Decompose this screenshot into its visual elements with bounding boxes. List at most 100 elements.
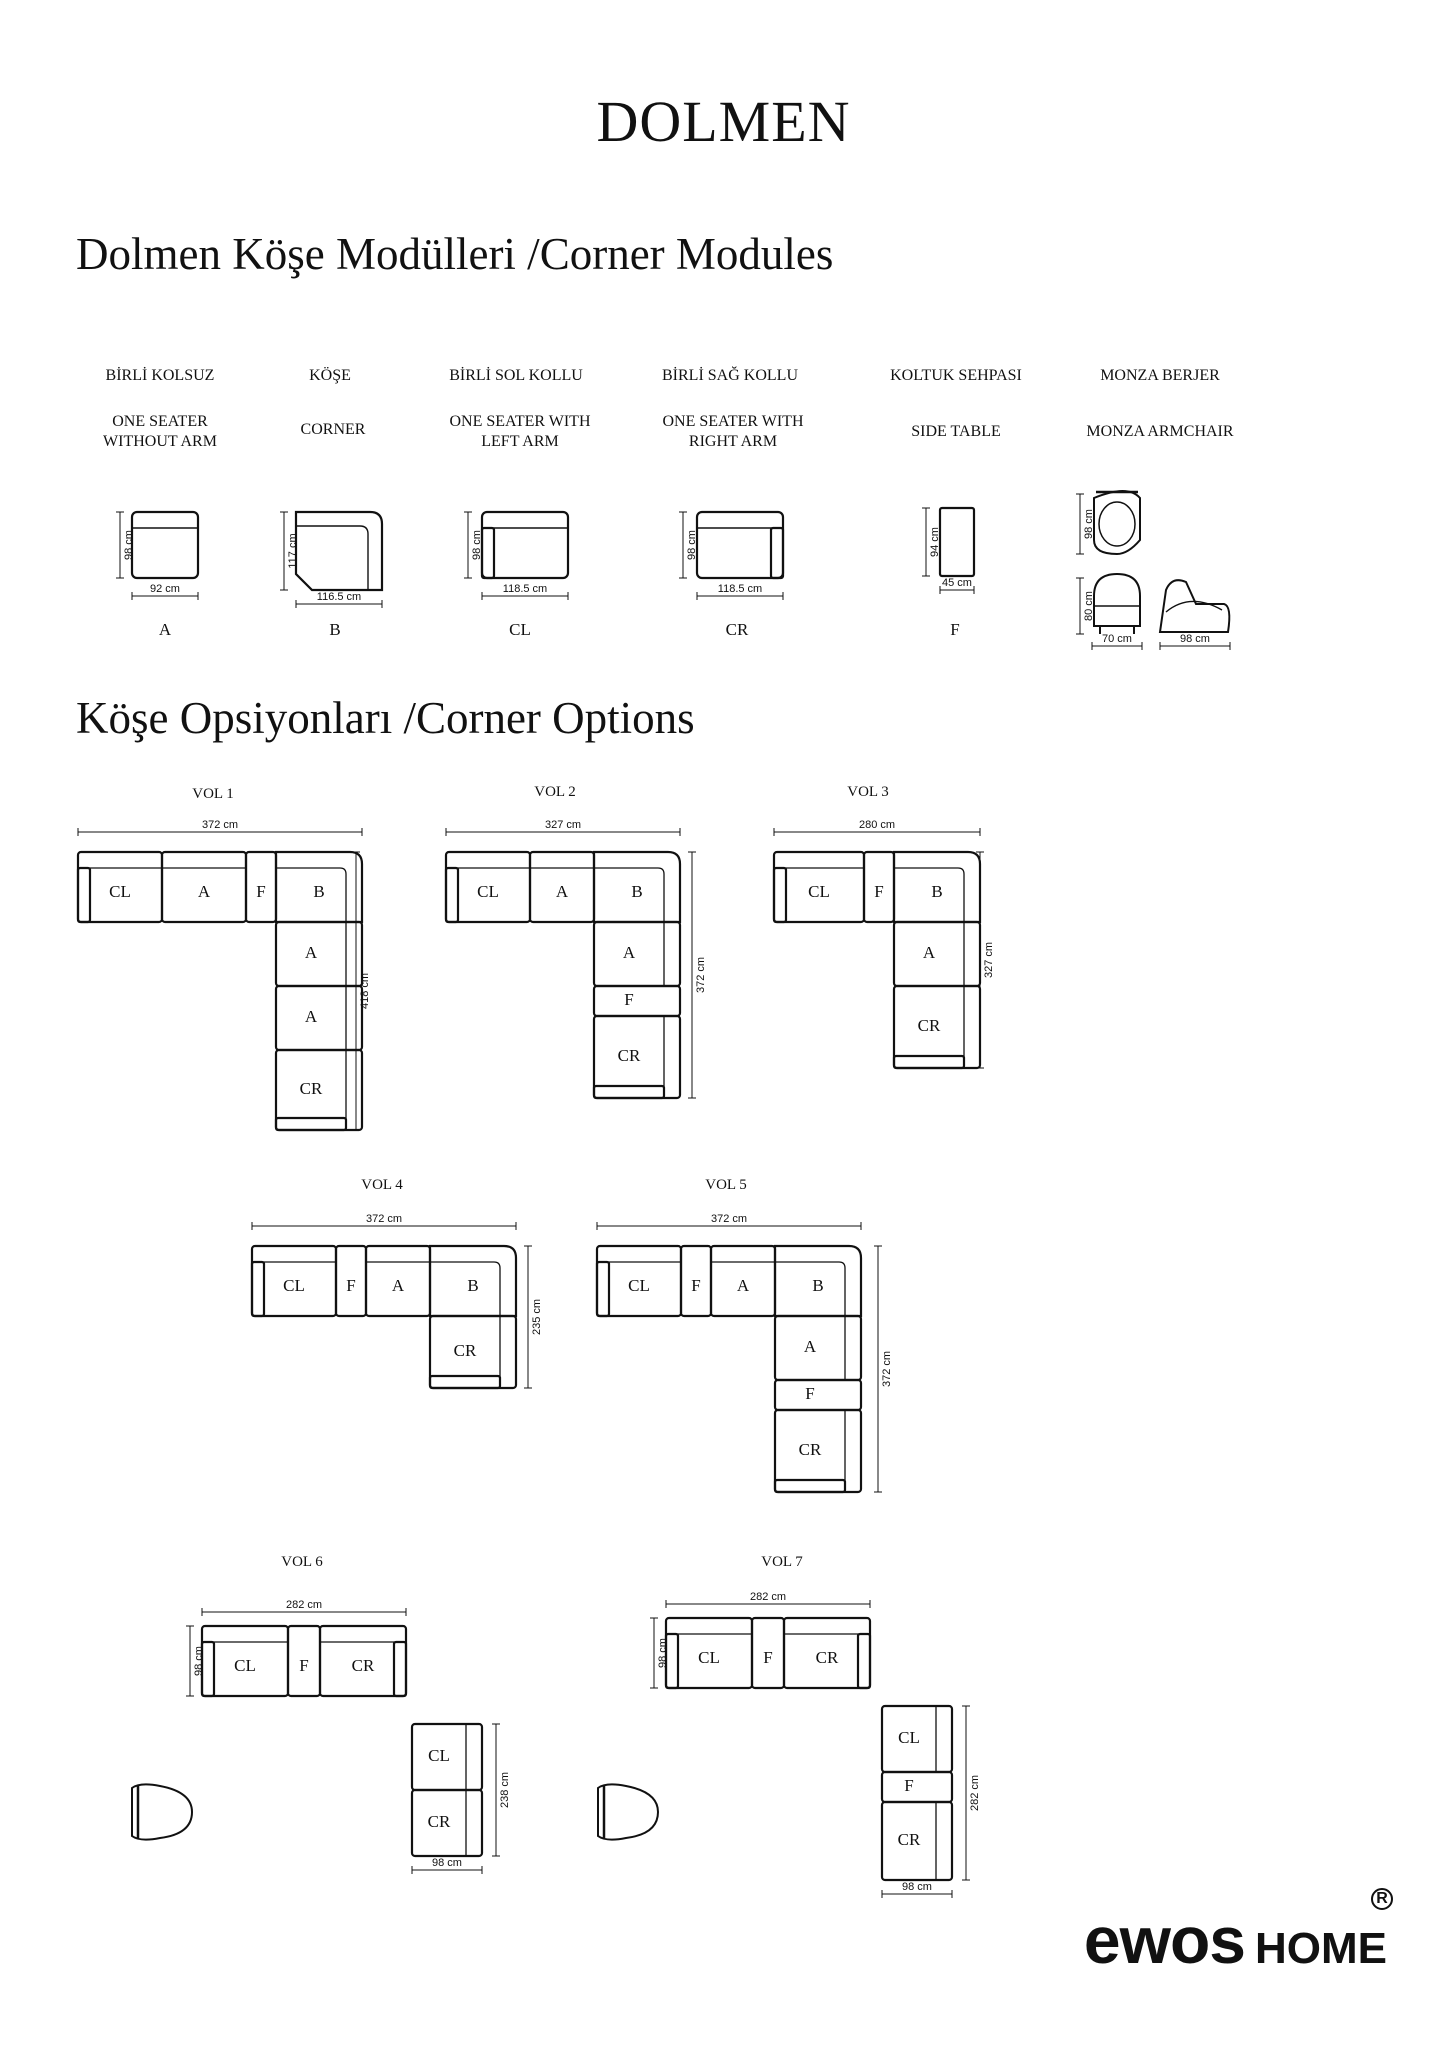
armchair-height-label: 80 cm bbox=[1083, 591, 1095, 621]
vol-1-module-b bbox=[274, 850, 364, 924]
armchair-top-outline bbox=[1093, 490, 1141, 556]
vol-7-label: VOL 7 bbox=[761, 1554, 803, 1570]
vol-4-label: VOL 4 bbox=[361, 1177, 403, 1193]
registered-icon: R bbox=[1371, 1888, 1393, 1910]
vol-7-vert-depth-label: 282 cm bbox=[969, 1775, 981, 1811]
module-cr-width-label: 118.5 cm bbox=[718, 583, 762, 595]
vol-7-row-1-letter: F bbox=[763, 1648, 772, 1667]
vol-1-label: VOL 1 bbox=[192, 786, 234, 802]
vol-7-width-label: 282 cm bbox=[750, 1591, 786, 1603]
vol-3-top-2-letter: B bbox=[931, 882, 942, 901]
vol-2-top-2-letter: B bbox=[631, 882, 642, 901]
brand-logo: ewos HOME R bbox=[1083, 1888, 1393, 1978]
vol-1-down-1 bbox=[274, 984, 364, 1052]
vol-6-vert-depth-label: 238 cm bbox=[499, 1772, 511, 1808]
module-b-letter: B bbox=[329, 620, 341, 639]
vol-4-top-3-letter: B bbox=[467, 1276, 478, 1295]
vol-4-depth-label: 235 cm bbox=[531, 1299, 543, 1335]
vol-5-depth-label: 372 cm bbox=[881, 1351, 893, 1387]
module-a-tr: BİRLİ KOLSUZ bbox=[105, 367, 215, 384]
vol-2-label: VOL 2 bbox=[534, 784, 576, 800]
module-b-width-label: 116.5 cm bbox=[317, 591, 361, 603]
vol-1-module-b-back bbox=[276, 867, 347, 922]
vol-1-down-1-letter: A bbox=[305, 1007, 318, 1026]
module-cl-arm bbox=[480, 526, 496, 580]
vol-4-top-1-letter: F bbox=[346, 1276, 355, 1295]
module-f-width-label: 45 cm bbox=[942, 577, 972, 589]
vol-2-top-0-letter: CL bbox=[477, 882, 499, 901]
vol-2-depth-label: 372 cm bbox=[695, 957, 707, 993]
module-cl-en: ONE SEATER WITH LEFT ARM bbox=[449, 413, 591, 450]
vol-5-down-0-letter: A bbox=[804, 1337, 817, 1356]
vol-3-label: VOL 3 bbox=[847, 784, 889, 800]
vol-2-module-b bbox=[592, 850, 682, 924]
vol-4-top-0-arm bbox=[250, 1260, 266, 1318]
module-cr-depth-label: 98 cm bbox=[686, 530, 698, 560]
vol-2-down-2-letter: CR bbox=[618, 1046, 641, 1065]
vol-2-top-0-arm bbox=[444, 866, 460, 924]
vol-6-row-2-letter: CR bbox=[352, 1656, 375, 1675]
armchair-depth-label: 98 cm bbox=[1083, 509, 1095, 539]
module-a-depth-label: 98 cm bbox=[123, 530, 135, 560]
vol-5-top-3-letter: B bbox=[812, 1276, 823, 1295]
vol-6-label: VOL 6 bbox=[281, 1554, 323, 1570]
vol-7-vert-2-letter: CR bbox=[898, 1830, 921, 1849]
armchair-top-seat bbox=[1098, 501, 1136, 547]
armchair-side-outline bbox=[1158, 579, 1231, 633]
vol-1-top-0-letter: CL bbox=[109, 882, 131, 901]
vol-7-depth-label: 98 cm bbox=[657, 1638, 669, 1668]
module-a-letter: A bbox=[158, 620, 172, 639]
vol-4-down-0-arm bbox=[428, 1374, 502, 1390]
vol-6-vert-1-letter: CR bbox=[428, 1812, 451, 1831]
vol-3-depth-label: 327 cm bbox=[983, 942, 995, 978]
vol-1-top-0-arm bbox=[76, 866, 92, 924]
vol-3-top-1-letter: F bbox=[874, 882, 883, 901]
module-b-en: CORNER bbox=[300, 421, 366, 438]
section-title-modules: Dolmen Köşe Modülleri /Corner Modules bbox=[76, 229, 834, 279]
vol-4-top-2-letter: A bbox=[392, 1276, 405, 1295]
vol-7-vert-0-letter: CL bbox=[898, 1728, 920, 1747]
module-a-outline bbox=[130, 510, 200, 580]
armchair-side-width-label: 98 cm bbox=[1180, 633, 1210, 645]
vol-5-module-b bbox=[773, 1244, 863, 1318]
vol-6-row-1-letter: F bbox=[299, 1656, 308, 1675]
vol-2-top-1-letter: A bbox=[556, 882, 569, 901]
vol-2-down-2-arm bbox=[592, 1084, 666, 1100]
vol-3-top-0-arm bbox=[772, 866, 788, 924]
vol-5-top-1-letter: F bbox=[691, 1276, 700, 1295]
vol-3-width-label: 280 cm bbox=[859, 819, 895, 831]
section-title-options: Köşe Opsiyonları /Corner Options bbox=[76, 693, 695, 743]
module-a-width-label: 92 cm bbox=[150, 583, 180, 595]
vol-5-down-0 bbox=[773, 1314, 863, 1382]
vol-3-down-1-letter: CR bbox=[918, 1016, 941, 1035]
vol-1-depth-label: 418 cm bbox=[359, 973, 371, 1009]
module-b-outline bbox=[294, 510, 384, 592]
module-cr-drawing: 98 cm 118.5 cm bbox=[679, 510, 785, 600]
vol-6-row-2-arm-r bbox=[392, 1640, 408, 1698]
vol-5-down-2-arm bbox=[773, 1478, 847, 1494]
vol-6-armchair bbox=[131, 1783, 194, 1841]
module-b-tr: KÖŞE bbox=[309, 367, 351, 384]
module-f-tr: KOLTUK SEHPASI bbox=[890, 367, 1022, 384]
vol-1-down-0-letter: A bbox=[305, 943, 318, 962]
module-cr-letter: CR bbox=[725, 620, 749, 639]
vol-5-module-b-back bbox=[775, 1261, 846, 1316]
vol-6-vert-width-label: 98 cm bbox=[432, 1857, 462, 1869]
brand-logo-main: ewos bbox=[1083, 1903, 1246, 1977]
vol-6-row-0-arm-l bbox=[200, 1640, 216, 1698]
module-armchair-tr: MONZA BERJER bbox=[1100, 367, 1220, 384]
module-cl-tr: BİRLİ SOL KOLLU bbox=[449, 367, 583, 384]
vol-7-vert-1 bbox=[880, 1770, 954, 1804]
module-f-en: SIDE TABLE bbox=[911, 423, 1001, 440]
vol-2-down-1-letter: F bbox=[624, 990, 633, 1009]
vol-2-width-label: 327 cm bbox=[545, 819, 581, 831]
vol-4-module-b-back bbox=[430, 1261, 501, 1316]
module-cr-tr: BİRLİ SAĞ KOLLU bbox=[662, 367, 798, 384]
vol-1-top-3-letter: B bbox=[313, 882, 324, 901]
